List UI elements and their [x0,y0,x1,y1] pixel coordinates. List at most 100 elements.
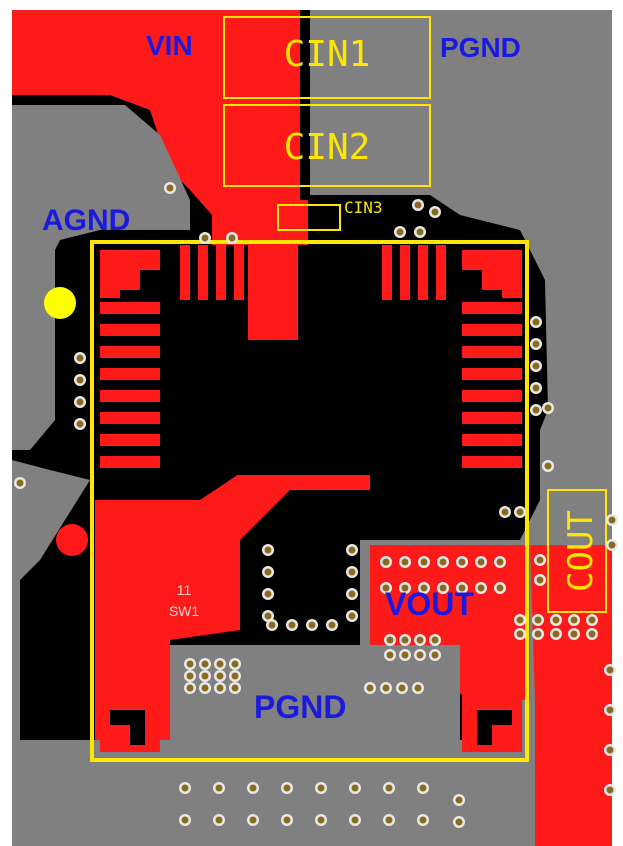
right-pins [462,302,522,468]
agnd-label: AGND [42,204,130,237]
via [419,816,427,824]
cin1-label: CIN1 [284,34,371,75]
via [351,816,359,824]
right-pin [462,324,522,336]
left-pin [100,412,160,424]
via [516,508,524,516]
via [231,672,239,680]
via [544,462,552,470]
via [76,398,84,406]
via [201,660,209,668]
vin-label: VIN [146,30,193,61]
via [264,546,272,554]
via [455,796,463,804]
top-pin [418,245,428,300]
cin3-outline [277,204,341,231]
via [288,621,296,629]
top-pin [180,245,190,300]
right-pin [462,368,522,380]
via [431,651,439,659]
via [366,684,374,692]
via [308,621,316,629]
via [76,376,84,384]
via [317,784,325,792]
via [249,784,257,792]
corner-pad-bottom-left-notch [110,710,145,745]
vin-neck [248,200,298,340]
via [386,636,394,644]
pad-number-label: 11 [177,582,192,598]
via-group [14,182,618,828]
cout-label: COUT [561,510,601,592]
top-left-pins [180,245,244,300]
right-pin [462,302,522,314]
via [401,558,409,566]
via [534,630,542,638]
top-pin [198,245,208,300]
via [516,630,524,638]
via [544,404,552,412]
via [401,651,409,659]
via [532,318,540,326]
top-pin [400,245,410,300]
right-pin [462,412,522,424]
via [606,786,614,794]
via [398,684,406,692]
via [416,636,424,644]
left-pin [100,302,160,314]
via [455,818,463,826]
via [216,684,224,692]
sw-copper [95,390,370,740]
via [552,616,560,624]
via [439,558,447,566]
top-pin [382,245,392,300]
via [264,568,272,576]
agnd-via-pad [56,524,88,556]
corner-pad-top-left [100,250,160,298]
via [386,651,394,659]
via [532,384,540,392]
board-edge [0,0,12,846]
top-right-pins [382,245,446,300]
via [401,636,409,644]
ic-outline [90,240,529,762]
via [420,584,428,592]
via [588,630,596,638]
pad-name-label: SW1 [169,603,200,619]
cin2-outline [223,104,431,187]
via [382,558,390,566]
via [419,784,427,792]
via [186,660,194,668]
left-pin [100,390,160,402]
via [552,630,560,638]
right-pin [462,390,522,402]
via [588,616,596,624]
via [570,630,578,638]
via [283,784,291,792]
left-pin [100,346,160,358]
cin1-outline [223,16,431,99]
via [181,784,189,792]
via [249,816,257,824]
via [416,228,424,236]
via [496,584,504,592]
via [401,584,409,592]
via [76,354,84,362]
via [420,558,428,566]
via [416,651,424,659]
right-pin [462,456,522,468]
via [283,816,291,824]
via [228,234,236,242]
via [382,684,390,692]
via [328,621,336,629]
via [348,568,356,576]
via [264,612,272,620]
via [501,508,509,516]
via [201,234,209,242]
via [216,660,224,668]
right-pin [462,346,522,358]
via [606,706,614,714]
via [608,516,616,524]
via [606,746,614,754]
